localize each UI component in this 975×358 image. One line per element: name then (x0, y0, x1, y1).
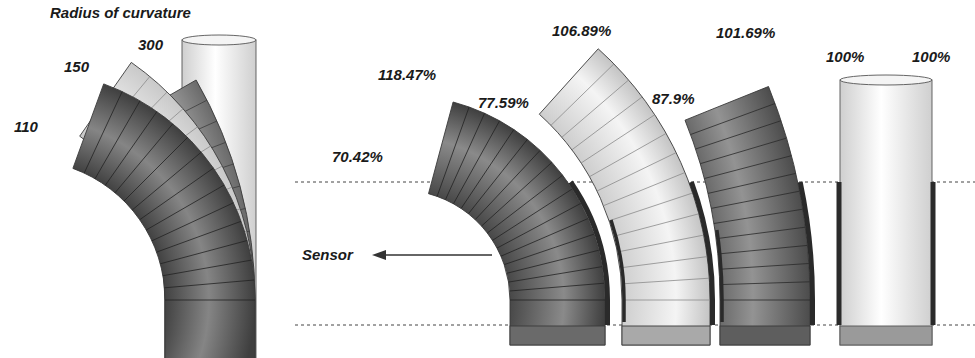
sensor-leader (372, 250, 492, 260)
tube-ring (163, 260, 252, 276)
bent-tube (539, 49, 712, 345)
sensor-strip (800, 182, 812, 325)
tube-ring (95, 101, 140, 179)
percent-value: 100% (912, 48, 950, 65)
tube-ring (482, 162, 552, 226)
tube-ring (165, 280, 255, 288)
tube-ring (696, 121, 782, 149)
tube-ring (590, 133, 667, 176)
tube-ring (160, 241, 247, 264)
tube-ring (468, 139, 527, 213)
percent-value: 101.69% (716, 24, 775, 41)
tube-ring (716, 227, 805, 239)
tube-ring (614, 214, 699, 237)
tube-ring (124, 137, 188, 201)
tube-top (182, 35, 256, 45)
tube-ring (501, 219, 588, 257)
radius-value: 110 (14, 118, 38, 135)
figure-heading: Radius of curvature (50, 4, 191, 21)
tube-ring (700, 138, 786, 164)
tube-ring (492, 189, 572, 241)
tube-ring (718, 245, 808, 254)
tube-ring (165, 300, 255, 301)
percent-value: 118.47% (378, 66, 436, 83)
tube-ring (551, 64, 614, 126)
tube-body (73, 84, 255, 358)
sensor-strip (931, 182, 936, 325)
tube-ring (720, 300, 810, 301)
tube-ring (714, 209, 803, 223)
tube-ring (562, 80, 629, 137)
tube-body (539, 49, 710, 345)
tube-ring (704, 156, 791, 179)
tube-ring (115, 124, 173, 193)
sensor-label: Sensor (302, 246, 353, 263)
tube-ring (140, 168, 214, 220)
tube-ring (581, 115, 655, 163)
straight-tube (839, 75, 933, 345)
tube-ring (691, 104, 776, 135)
tube-base (720, 326, 810, 345)
tube-ring (597, 153, 676, 191)
sensor-strip (611, 220, 624, 322)
tube-ring (604, 173, 686, 206)
radius-value: 150 (64, 58, 89, 75)
tube-ring (437, 107, 469, 196)
tube-ring (572, 97, 642, 150)
sensor-strip (691, 182, 712, 325)
tube-body (840, 80, 932, 345)
tube-ring (487, 175, 562, 233)
tube-ring (510, 300, 605, 301)
sensor-strip (571, 182, 608, 325)
bent-tubes (73, 35, 933, 358)
tube-ring (146, 185, 224, 230)
percent-value: 106.89% (552, 22, 611, 39)
tube-ring (132, 152, 201, 210)
tube-base (840, 326, 932, 345)
tube-ring (622, 278, 710, 284)
tube-ring (461, 130, 514, 209)
tube-ring (711, 191, 799, 208)
tube-ring (622, 300, 710, 301)
tube-body (685, 87, 810, 346)
tube-ring (157, 221, 242, 252)
tube-base (510, 326, 605, 345)
tube-ring (453, 121, 499, 204)
sensor-strip (717, 230, 722, 322)
tube-ring (708, 173, 796, 193)
tube-base (622, 326, 710, 345)
tube-ring (719, 264, 809, 270)
tube-ring (510, 283, 605, 291)
bent-tube (73, 84, 255, 358)
bent-tube (685, 87, 813, 346)
tube-ring (617, 235, 703, 252)
tube-ring (152, 203, 234, 241)
leader-line (384, 254, 492, 256)
tube-ring (609, 193, 693, 221)
tube-ring (620, 257, 707, 268)
percent-value: 87.9% (652, 90, 695, 107)
arrow-head (372, 250, 386, 260)
tube-ring (165, 300, 255, 301)
tube-ring (105, 112, 157, 186)
tube-ring (165, 300, 255, 301)
tube-ring (84, 92, 122, 174)
percent-value: 100% (826, 48, 864, 65)
sensor-strip (837, 182, 842, 325)
tube-ring (507, 250, 599, 273)
radius-value: 300 (138, 36, 163, 53)
percent-value: 77.59% (478, 94, 529, 111)
tube-ring (720, 282, 810, 285)
tube-top (840, 75, 932, 85)
tube-ring (475, 150, 540, 219)
percent-value: 70.42% (332, 148, 383, 165)
